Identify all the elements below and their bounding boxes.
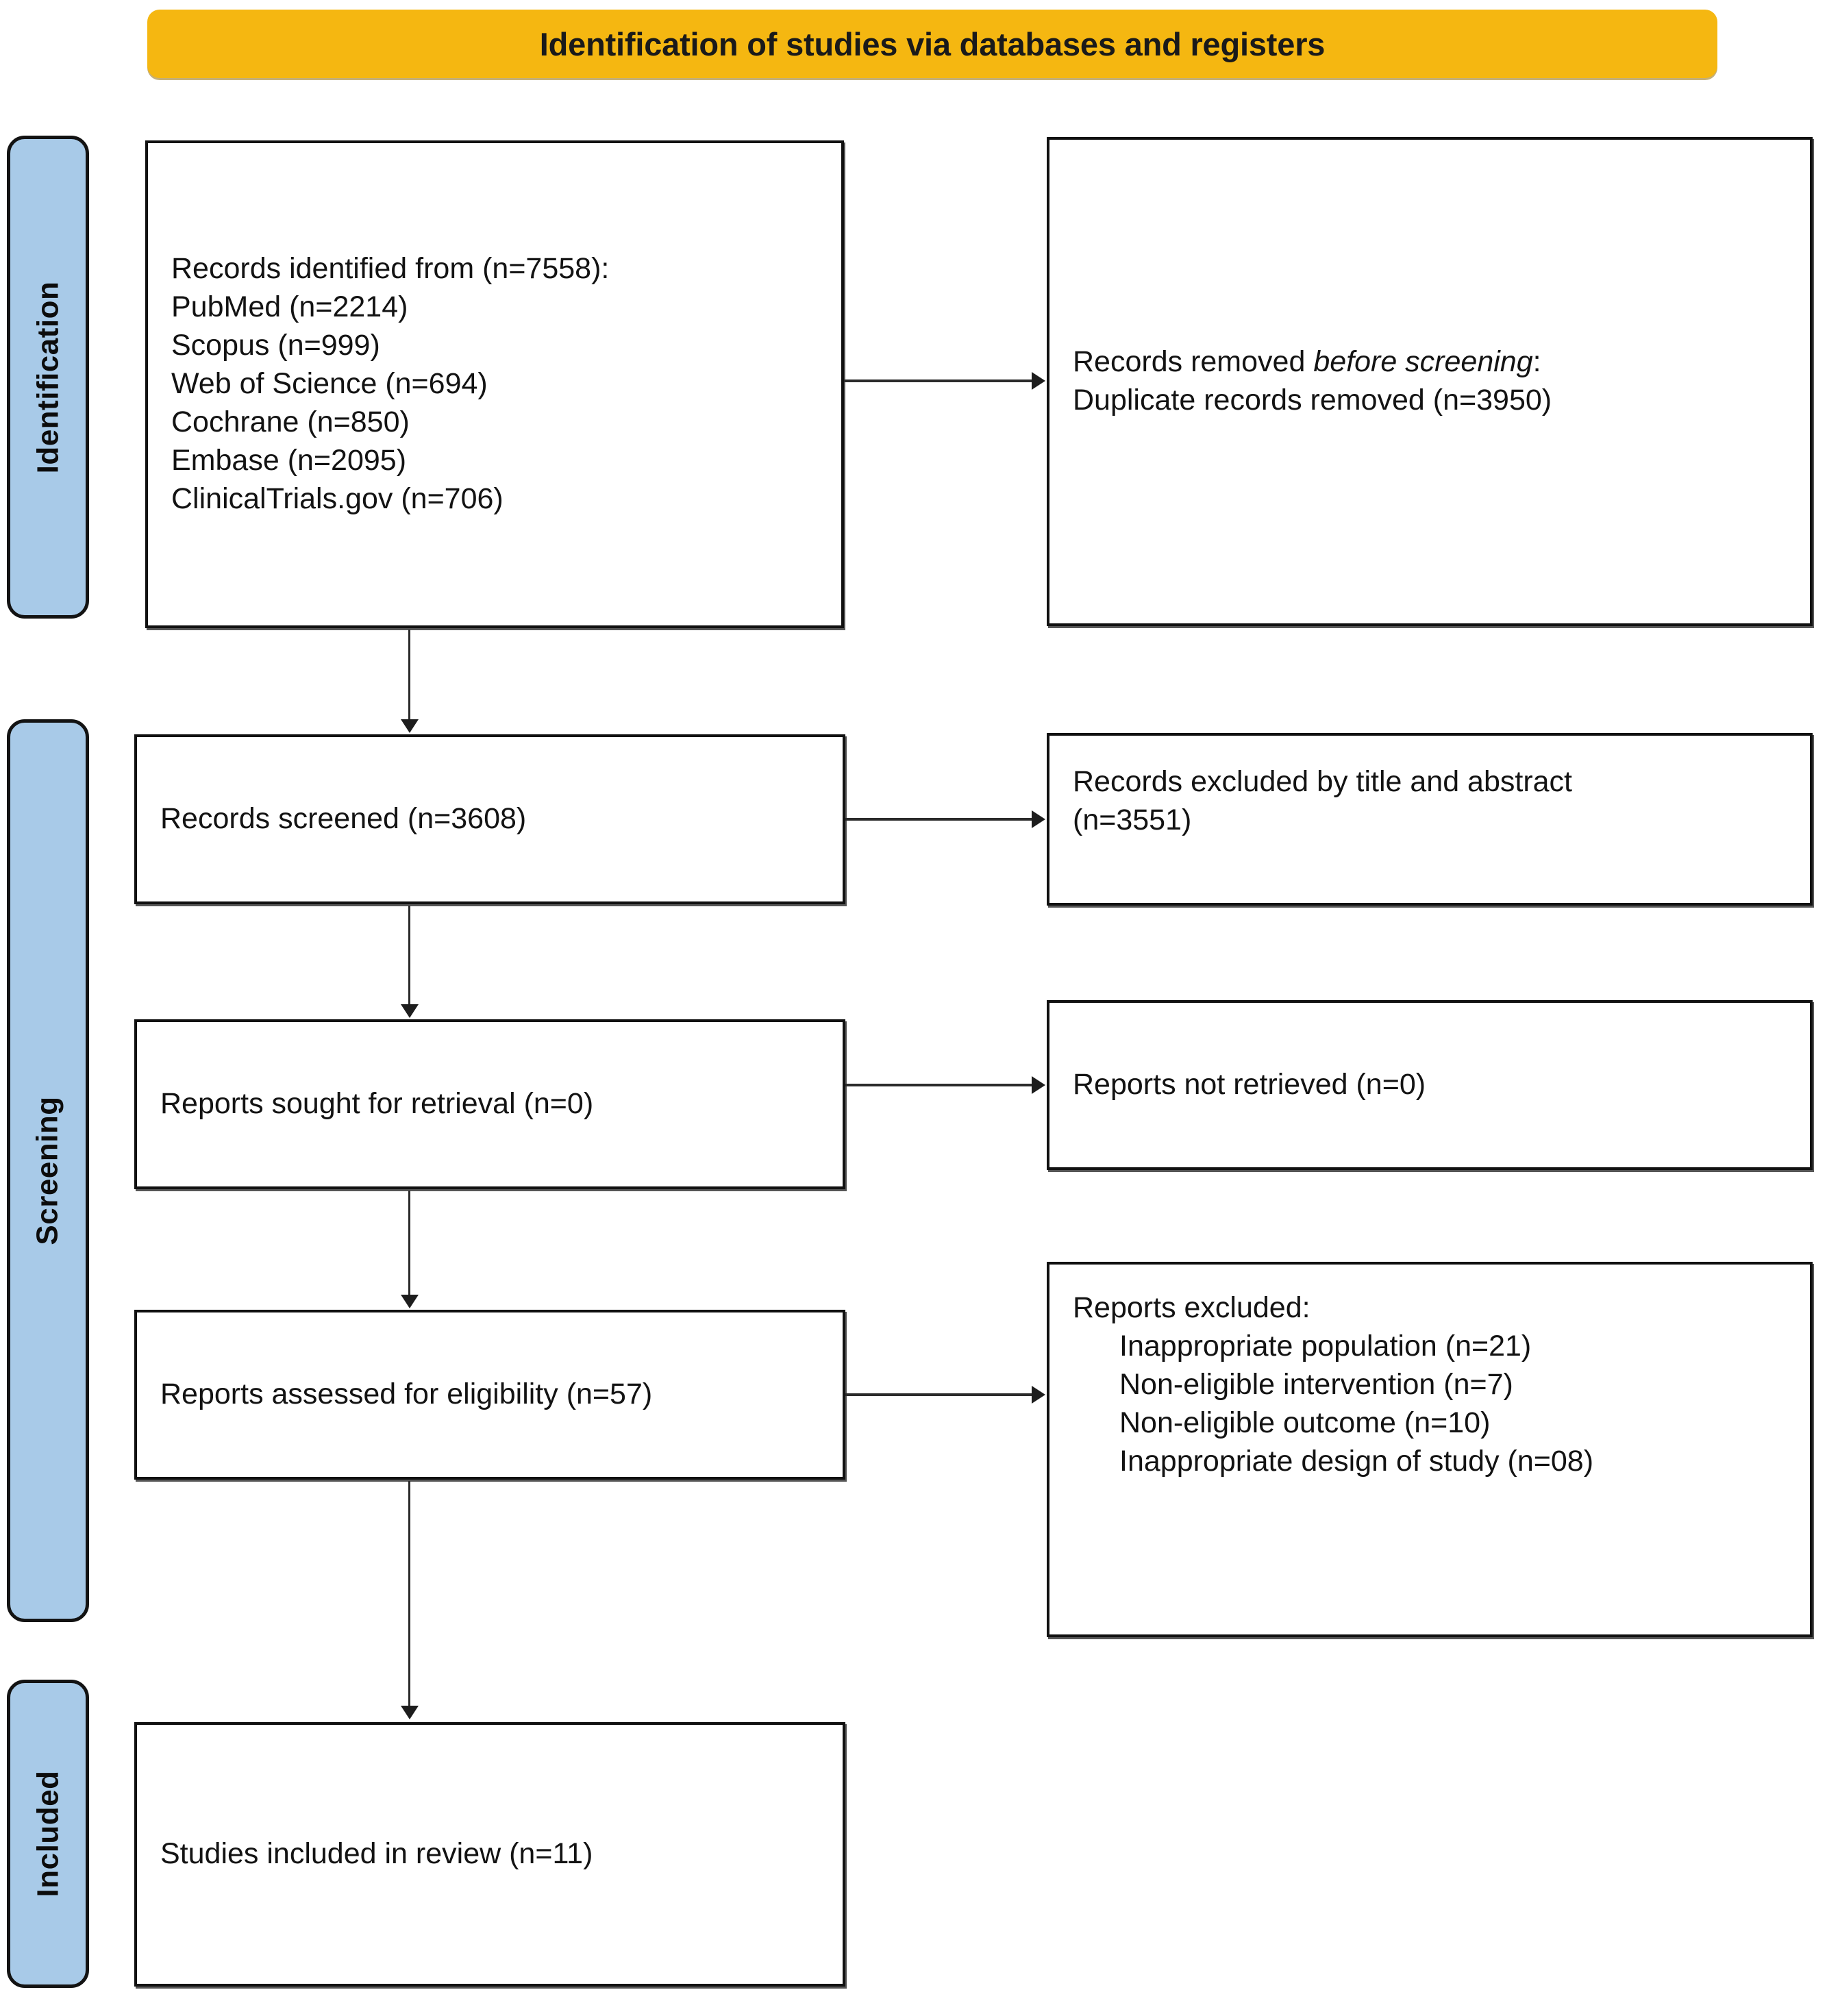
connector-sought-to-eligibility-arrow [401, 1295, 419, 1308]
box-reports-assessed-for-eligibility: Reports assessed for eligibility (n=57) [134, 1310, 845, 1480]
records-removed-heading-prefix: Records removed [1073, 345, 1314, 379]
diagram-title: Identification of studies via databases … [539, 25, 1326, 62]
reports-not-retrieved-count: Reports not retrieved (n=0) [1073, 1068, 1426, 1102]
box-records-screened: Records screened (n=3608) [134, 734, 845, 904]
box-reports-excluded: Reports excluded: Inappropriate populati… [1047, 1262, 1813, 1637]
connector-identified-to-screened-arrow [401, 719, 419, 733]
diagram-header-banner: Identification of studies via databases … [147, 10, 1717, 78]
source-cochrane: Cochrane (n=850) [171, 405, 410, 438]
connector-identified-to-screened-line [408, 630, 410, 721]
stage-pill-included: Included [7, 1680, 89, 1988]
duplicate-records-removed: Duplicate records removed (n=3950) [1073, 384, 1552, 416]
box-reports-not-retrieved: Reports not retrieved (n=0) [1047, 1000, 1813, 1170]
connector-eligibility-to-reports-excluded-arrow [1032, 1386, 1045, 1404]
connector-sought-to-not-retrieved-arrow [1032, 1076, 1045, 1094]
box-studies-included-in-review: Studies included in review (n=11) [134, 1722, 845, 1987]
reports-sought-count: Reports sought for retrieval (n=0) [160, 1087, 594, 1121]
records-removed-heading-suffix: : [1532, 345, 1541, 379]
source-embase: Embase (n=2095) [171, 443, 407, 477]
source-web-of-science: Web of Science (n=694) [171, 367, 488, 401]
stage-pill-identification: Identification [7, 136, 89, 619]
records-removed-heading-emphasis: before screening [1313, 345, 1533, 379]
records-identified-total: Records identified from (n=7558): [171, 252, 610, 286]
connector-sought-to-not-retrieved-line [845, 1084, 1033, 1086]
exclusion-reason-non-eligible-intervention: Non-eligible intervention (n=7) [1119, 1367, 1513, 1401]
source-clinicaltrials-gov: ClinicalTrials.gov (n=706) [171, 482, 504, 515]
reports-assessed-count: Reports assessed for eligibility (n=57) [160, 1378, 653, 1411]
connector-identified-to-duplicates-arrow [1032, 372, 1045, 390]
stage-label-identification: Identification [31, 281, 64, 473]
source-pubmed: PubMed (n=2214) [171, 290, 408, 324]
records-removed-heading: Records removed before screening: [1073, 343, 1787, 382]
stage-pill-screening: Screening [7, 719, 89, 1622]
stage-label-included: Included [31, 1770, 64, 1897]
records-excluded-label: Records excluded by title and abstract [1073, 765, 1573, 798]
exclusion-reason-inappropriate-population: Inappropriate population (n=21) [1119, 1329, 1532, 1362]
records-screened-count: Records screened (n=3608) [160, 802, 527, 836]
box-reports-sought-for-retrieval: Reports sought for retrieval (n=0) [134, 1019, 845, 1189]
connector-identified-to-duplicates-line [844, 379, 1033, 382]
box-records-identified: Records identified from (n=7558): PubMed… [145, 140, 844, 628]
reports-excluded-heading: Reports excluded: [1073, 1291, 1310, 1324]
connector-screened-to-sought-line [408, 906, 410, 1006]
connector-screened-to-sought-arrow [401, 1004, 419, 1018]
source-scopus: Scopus (n=999) [171, 329, 380, 362]
connector-eligibility-to-reports-excluded-line [845, 1393, 1033, 1396]
connector-eligibility-to-included-line [408, 1481, 410, 1707]
exclusion-reason-non-eligible-outcome: Non-eligible outcome (n=10) [1119, 1406, 1491, 1439]
records-excluded-count: (n=3551) [1073, 803, 1192, 836]
box-records-removed-before-screening: Records removed before screening: Duplic… [1047, 137, 1813, 626]
exclusion-reason-inappropriate-design: Inappropriate design of study (n=08) [1119, 1444, 1594, 1478]
connector-screened-to-excluded-line [845, 818, 1033, 821]
connector-eligibility-to-included-arrow [401, 1706, 419, 1719]
studies-included-count: Studies included in review (n=11) [160, 1837, 593, 1871]
stage-label-screening: Screening [31, 1096, 64, 1245]
box-records-excluded-title-abstract: Records excluded by title and abstract (… [1047, 733, 1813, 906]
connector-screened-to-excluded-arrow [1032, 810, 1045, 828]
connector-sought-to-eligibility-line [408, 1191, 410, 1296]
